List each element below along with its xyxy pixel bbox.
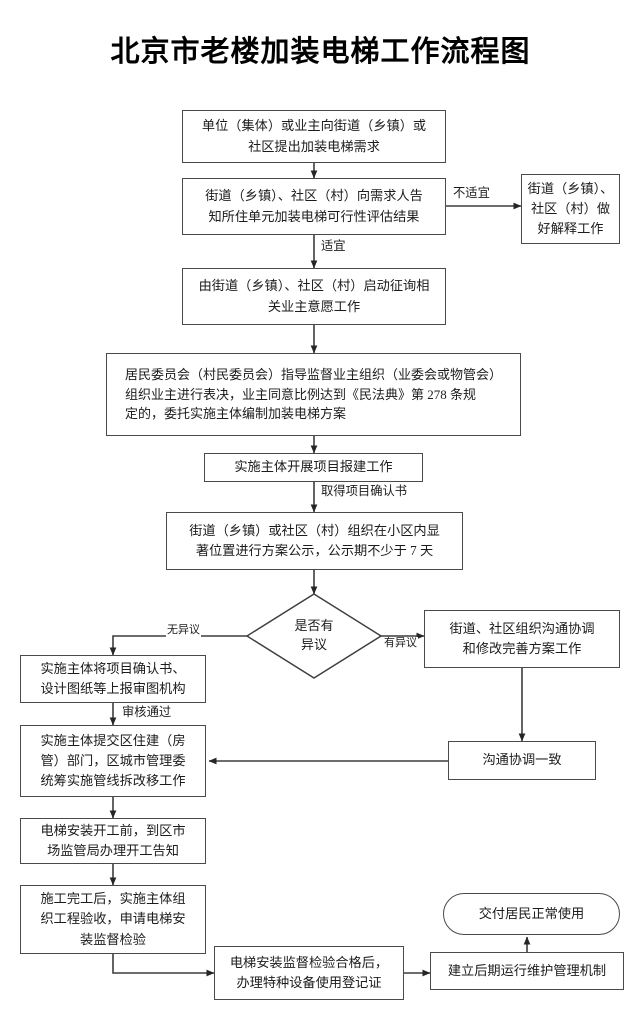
edge-n14-n15 bbox=[112, 954, 215, 977]
node-delivery-to-residents[interactable]: 交付居民正常使用 bbox=[443, 893, 620, 935]
node-explanation-work[interactable]: 街道（乡镇）、 社区（村）做 好解释工作 bbox=[521, 174, 620, 244]
node-owner-vote[interactable]: 居民委员会（村民委员会）指导监督业主组织（业委会或物管会） 组织业主进行表决，业… bbox=[106, 353, 521, 436]
edge-label-suitable: 适宜 bbox=[320, 239, 347, 254]
node-project-filing[interactable]: 实施主体开展项目报建工作 bbox=[204, 453, 423, 482]
page-title: 北京市老楼加装电梯工作流程图 bbox=[110, 36, 531, 68]
decision-diamond bbox=[245, 593, 383, 679]
edge-label-review-passed: 审核通过 bbox=[121, 705, 173, 720]
node-submit-housing-dept[interactable]: 实施主体提交区住建（房 管）部门，区城市管理委 统筹实施管线拆改移工作 bbox=[20, 725, 206, 797]
edge-label-project-confirmation: 取得项目确认书 bbox=[320, 484, 409, 499]
node-feasibility-notice[interactable]: 街道（乡镇）、社区（村）向需求人告 知所住单元加装电梯可行性评估结果 bbox=[182, 178, 446, 235]
node-construction-notice[interactable]: 电梯安装开工前，到区市 场监管局办理开工告知 bbox=[20, 818, 206, 864]
node-maintenance-mechanism[interactable]: 建立后期运行维护管理机制 bbox=[430, 952, 624, 990]
edge-label-unsuitable: 不适宜 bbox=[452, 186, 491, 201]
node-submit-drawings[interactable]: 实施主体将项目确认书、 设计图纸等上报审图机构 bbox=[20, 655, 206, 703]
node-registration-certificate[interactable]: 电梯安装监督检验合格后， 办理特种设备使用登记证 bbox=[214, 946, 404, 1000]
edge-diamond-n10 bbox=[109, 635, 247, 656]
node-acceptance-inspection[interactable]: 施工完工后，实施主体组 织工程验收，申请电梯安 装监督检验 bbox=[20, 885, 206, 954]
node-request-submission[interactable]: 单位（集体）或业主向街道（乡镇）或 社区提出加装电梯需求 bbox=[182, 110, 446, 163]
node-owner-consultation[interactable]: 由街道（乡镇）、社区（村）启动征询相 关业主意愿工作 bbox=[182, 268, 446, 325]
node-public-notice[interactable]: 街道（乡镇）或社区（村）组织在小区内显 著位置进行方案公示，公示期不少于 7 天 bbox=[166, 512, 463, 570]
edge-label-no-objection: 无异议 bbox=[166, 624, 201, 638]
edge-label-has-objection: 有异议 bbox=[383, 637, 418, 651]
node-coordination-agreed[interactable]: 沟通协调一致 bbox=[448, 741, 596, 780]
node-coordination-revision[interactable]: 街道、社区组织沟通协调 和修改完善方案工作 bbox=[424, 610, 620, 668]
